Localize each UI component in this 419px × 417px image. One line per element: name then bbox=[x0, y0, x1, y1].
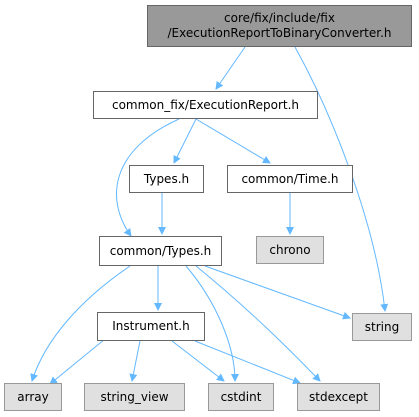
node-stdexcept-label: stdexcept bbox=[309, 389, 368, 404]
edge-execution-report-to-types-h bbox=[173, 118, 197, 164]
node-chrono: chrono bbox=[256, 236, 324, 264]
node-instrument-label: Instrument.h bbox=[112, 319, 190, 333]
edge-execution-report-to-common-time bbox=[195, 118, 271, 164]
node-instrument[interactable]: Instrument.h bbox=[97, 312, 205, 341]
node-root-file: core/fix/include/fix /ExecutionReportToB… bbox=[147, 5, 412, 47]
node-stdexcept: stdexcept bbox=[297, 383, 380, 411]
node-execution-report[interactable]: common_fix/ExecutionReport.h bbox=[93, 91, 318, 119]
node-root-line2: /ExecutionReportToBinaryConverter.h bbox=[167, 26, 392, 40]
edge-instrument-to-string-view bbox=[129, 340, 141, 382]
edge-instrument-to-stdexcept bbox=[194, 340, 301, 385]
node-string-view: string_view bbox=[84, 383, 185, 411]
edge-common-types-to-cstdint bbox=[185, 265, 239, 382]
edge-common-types-to-array bbox=[30, 265, 131, 382]
node-common-time-label: common/Time.h bbox=[241, 171, 339, 186]
node-array: array bbox=[4, 383, 62, 411]
node-array-label: array bbox=[17, 389, 49, 404]
node-types-h[interactable]: Types.h bbox=[129, 165, 204, 193]
node-cstdint-label: cstdint bbox=[220, 389, 262, 404]
node-common-types-label: common/Types.h bbox=[109, 243, 212, 258]
edge-common-types-to-stdexcept bbox=[195, 265, 321, 382]
node-string-view-label: string_view bbox=[100, 389, 169, 404]
edge-instrument-to-array bbox=[49, 338, 106, 385]
node-string: string bbox=[352, 313, 412, 341]
node-chrono-label: chrono bbox=[269, 242, 311, 257]
node-cstdint: cstdint bbox=[208, 383, 274, 411]
node-execution-report-label: common_fix/ExecutionReport.h bbox=[111, 97, 300, 112]
node-root-line1: core/fix/include/fix bbox=[224, 11, 335, 25]
edge-root-to-execution-report bbox=[215, 46, 246, 90]
edge-instrument-to-cstdint bbox=[171, 340, 225, 382]
edge-common-types-to-string bbox=[204, 265, 351, 320]
node-common-time[interactable]: common/Time.h bbox=[227, 165, 353, 193]
node-types-h-label: Types.h bbox=[143, 171, 190, 186]
node-string-label: string bbox=[364, 319, 400, 334]
node-common-types[interactable]: common/Types.h bbox=[99, 236, 222, 266]
edge-execution-report-to-common-types bbox=[116, 118, 180, 237]
